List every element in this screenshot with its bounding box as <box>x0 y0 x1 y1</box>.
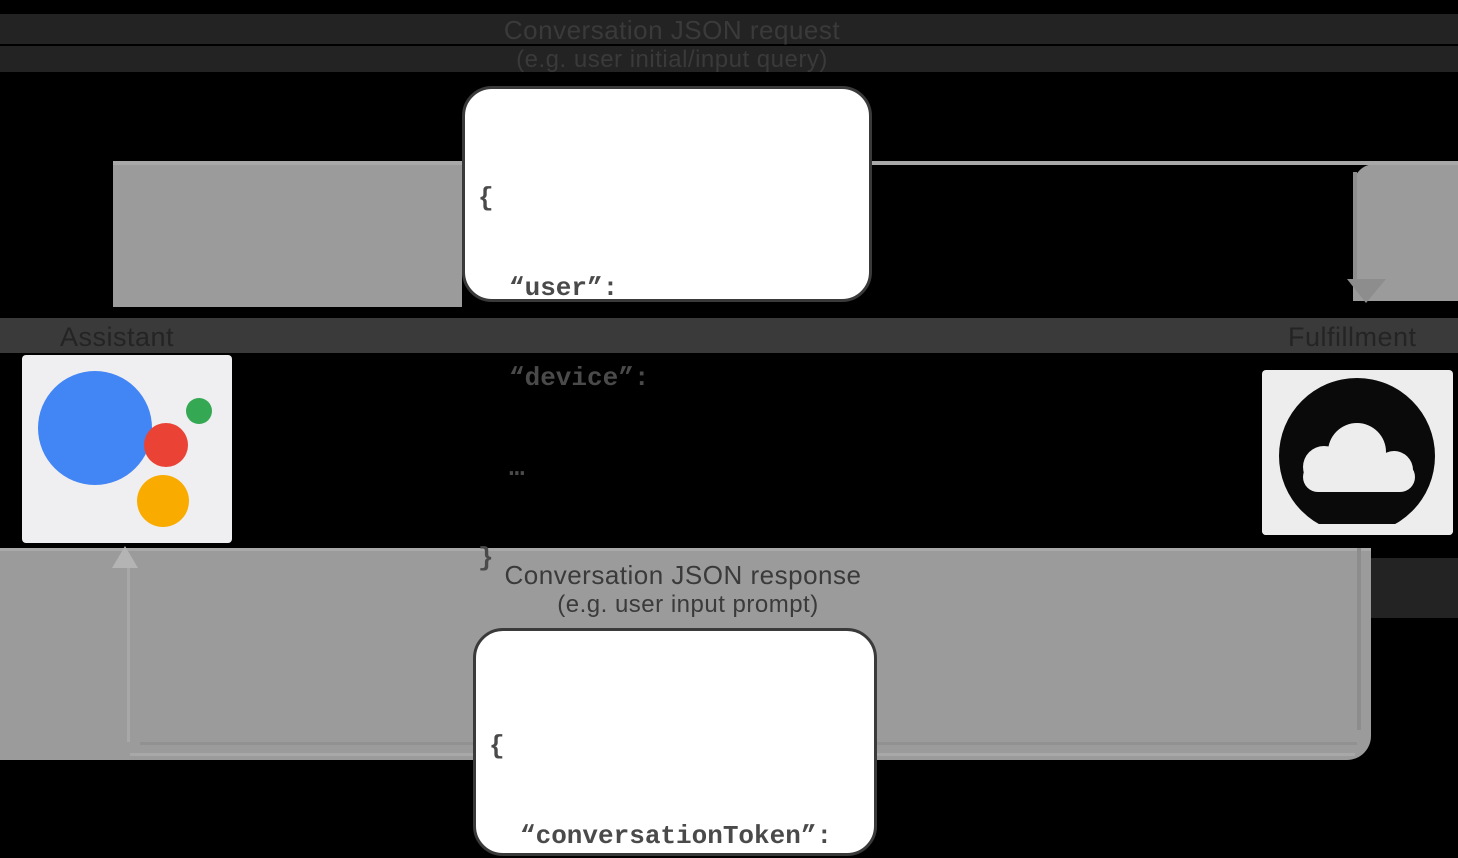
request-json-box: { “user”: “device”: … } <box>462 86 872 573</box>
code-line: … <box>509 453 525 483</box>
response-arrow-right-shaft <box>1357 548 1361 730</box>
request-arrowhead-icon <box>1347 279 1386 303</box>
fulfillment-tile <box>1262 370 1453 535</box>
response-title-line1: Conversation JSON response <box>504 560 862 590</box>
request-title-line1: Conversation JSON request <box>503 15 841 45</box>
assistant-yellow-circle <box>137 475 189 527</box>
cloud-base <box>1303 462 1415 492</box>
assistant-tile <box>22 355 232 543</box>
request-json-code: { “user”: “device”: … } <box>478 123 649 633</box>
code-line: { <box>489 731 505 761</box>
code-line: “user”: <box>509 273 619 303</box>
response-json-code: { “conversationToken”: “userStorage”: … … <box>489 671 832 858</box>
code-line: “device”: <box>509 363 650 393</box>
code-line: } <box>478 543 494 573</box>
code-line: { <box>478 183 494 213</box>
response-title-line2: (e.g. user input prompt) <box>557 591 819 618</box>
top-title-band-2 <box>0 46 1458 72</box>
assistant-red-circle <box>144 423 188 467</box>
top-title-band-1 <box>0 14 1458 44</box>
request-arrow-left-segment <box>113 165 462 307</box>
assistant-label: Assistant <box>60 322 175 352</box>
assistant-blue-circle <box>38 371 152 485</box>
google-assistant-icon <box>22 355 232 543</box>
response-arrowhead-icon <box>112 546 138 568</box>
actor-label-band <box>0 318 1458 353</box>
assistant-green-dot <box>186 398 212 424</box>
request-arrow-right-segment <box>1353 164 1458 301</box>
response-arrow-left-shaft <box>127 566 130 742</box>
request-title-line2: (e.g. user initial/input query) <box>516 46 828 73</box>
cloud-disc-flat-bottom <box>1262 524 1453 535</box>
fulfillment-label: Fulfillment <box>1288 322 1417 352</box>
request-arrow-shaft <box>1353 172 1357 280</box>
response-json-box: { “conversationToken”: “userStorage”: … … <box>473 628 877 856</box>
code-line: “conversationToken”: <box>520 821 833 851</box>
cloud-icon <box>1262 370 1453 535</box>
